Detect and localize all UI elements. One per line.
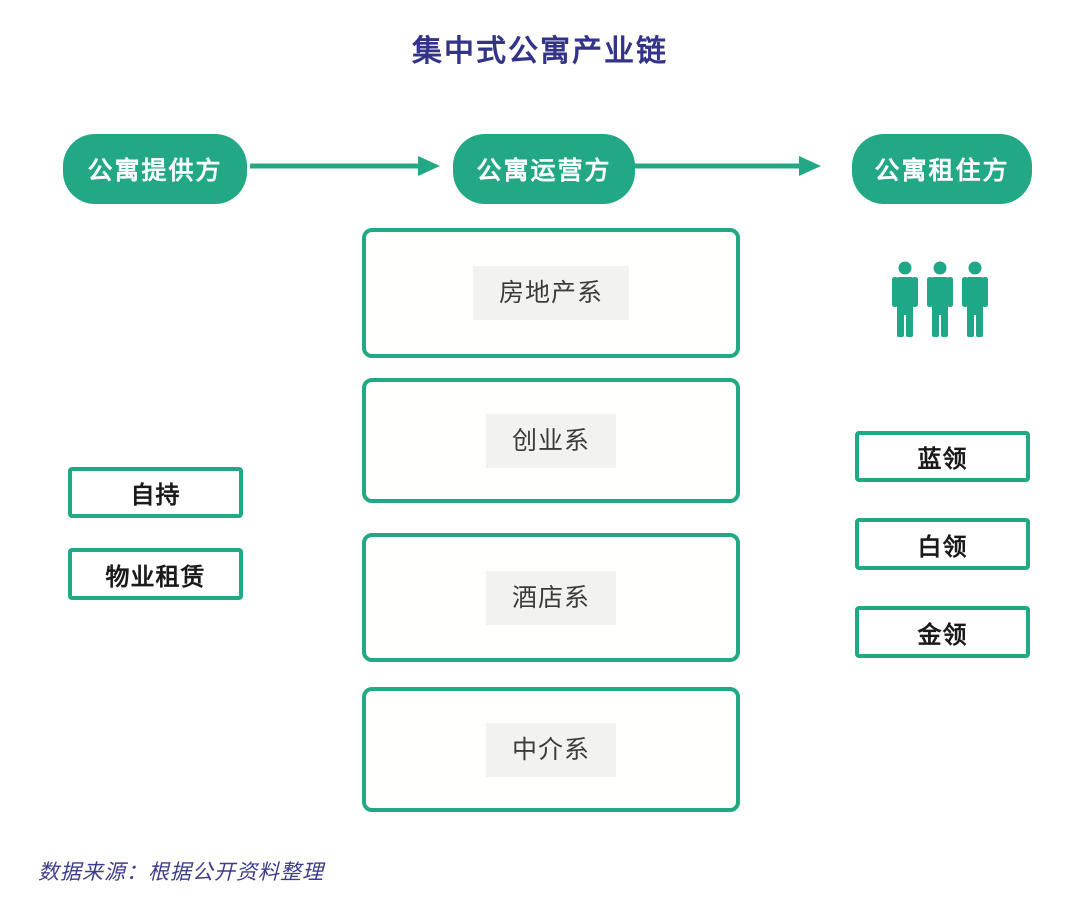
pill-apartment-renter: 公寓租住方: [852, 134, 1032, 204]
renter-type-box: 白领: [855, 518, 1030, 570]
operator-type-label: 中介系: [485, 722, 616, 777]
data-source-note: 数据来源：根据公开资料整理: [38, 860, 324, 884]
operator-type-box: 酒店系: [362, 533, 740, 662]
pill-label: 公寓运营方: [476, 156, 612, 185]
pill-label: 公寓提供方: [87, 156, 223, 185]
operator-type-label: 房地产系: [472, 266, 629, 320]
renter-type-label: 蓝领: [917, 445, 968, 473]
provider-type-box: 自持: [68, 467, 243, 518]
page-title: 集中式公寓产业链: [412, 34, 668, 69]
renter-type-label: 金领: [917, 620, 968, 649]
operator-type-label: 创业系: [485, 413, 616, 468]
pill-label: 公寓租住方: [874, 156, 1010, 185]
renter-type-label: 白领: [917, 532, 968, 561]
renter-persons-group: [890, 261, 990, 337]
provider-type-box: 物业租赁: [68, 548, 243, 600]
renter-type-box: 金领: [855, 606, 1030, 658]
operator-type-box: 中介系: [362, 687, 740, 812]
operator-type-box: 房地产系: [362, 228, 740, 358]
operator-type-label: 酒店系: [485, 570, 616, 625]
person-icon: [927, 261, 953, 337]
pill-apartment-operator: 公寓运营方: [453, 134, 635, 204]
flow-arrow-icon: [250, 156, 440, 176]
provider-type-label: 物业租赁: [105, 562, 206, 591]
person-icon: [962, 261, 988, 337]
person-icon: [892, 261, 918, 337]
operator-type-box: 创业系: [362, 378, 740, 503]
renter-type-box: 蓝领: [855, 431, 1030, 482]
pill-apartment-provider: 公寓提供方: [63, 134, 247, 204]
provider-type-label: 自持: [130, 481, 181, 509]
flow-arrow-icon: [633, 156, 821, 176]
